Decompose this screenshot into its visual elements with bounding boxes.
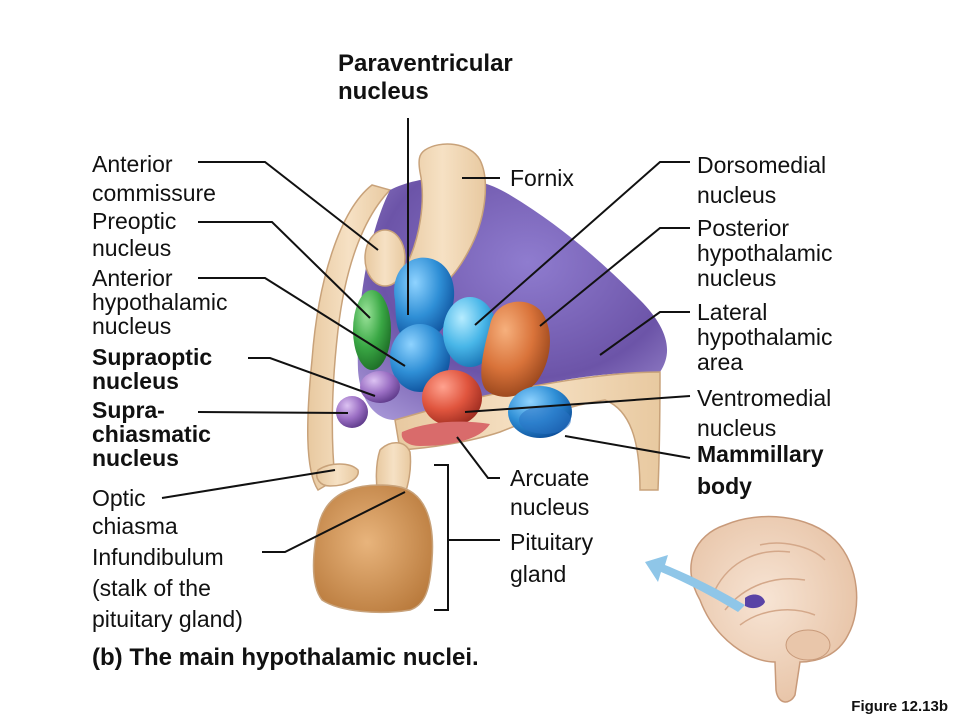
mammillary-body-shape: [519, 406, 571, 434]
label-arcuate-nucleus: Arcuate nucleus: [510, 464, 589, 522]
inset-hypothalamus-highlight: [745, 594, 765, 609]
posterior-hypothalamic-nucleus: [481, 301, 550, 397]
brain-gyri: [714, 542, 826, 626]
label-ventromedial-nucleus: Ventromedial nucleus: [697, 383, 831, 443]
leader-dorsomedial: [474, 161, 690, 326]
supraoptic-nucleus: [360, 371, 400, 403]
dorsomedial-nucleus: [443, 297, 497, 367]
label-line: Ventromedial: [697, 385, 832, 411]
label-pituitary-gland: Pituitary gland: [510, 526, 593, 590]
label-line: pituitary gland): [92, 606, 243, 632]
label-line: Supraoptic: [92, 344, 213, 370]
label-line: (stalk of the: [92, 575, 211, 601]
median-eminence: [401, 421, 490, 446]
leader-lateral-hypothalamic: [599, 311, 690, 356]
anterior-commissure-shape: [364, 229, 406, 287]
label-line: Mammillary: [697, 441, 824, 467]
leader-posterior-hypothalamic: [539, 227, 690, 327]
brain-inset: [645, 515, 858, 703]
label-supraoptic-nucleus: Supraoptic nucleus: [92, 345, 212, 393]
leader-ventromedial: [464, 395, 691, 413]
label-line: nucleus: [510, 494, 590, 520]
label-line: nucleus: [697, 182, 777, 208]
brain-outline: [690, 515, 858, 703]
pituitary-gland-shape: [312, 484, 434, 614]
label-line: Supra-: [92, 397, 165, 423]
label-posterior-hypothalamic-nucleus: Posterior hypothalamic nucleus: [697, 216, 833, 291]
optic-chiasma-shape: [316, 463, 359, 487]
label-line: Paraventricular: [338, 50, 513, 77]
label-optic-chiasma: Optic chiasma: [92, 484, 178, 540]
label-line: nucleus: [697, 415, 777, 441]
label-dorsomedial-nucleus: Dorsomedial nucleus: [697, 150, 826, 210]
pituitary-bracket: [434, 464, 449, 611]
label-suprachiasmatic-nucleus: Supra- chiasmatic nucleus: [92, 398, 211, 470]
label-line: Lateral: [697, 299, 768, 325]
leader-optic-chiasma: [161, 469, 336, 499]
figure-number: Figure 12.13b: [851, 698, 948, 715]
label-fornix: Fornix: [510, 166, 574, 191]
label-line: nucleus: [92, 235, 172, 261]
label-mammillary-body: Mammillary body: [697, 438, 824, 502]
leader-infundibulum: [262, 491, 406, 553]
label-infundibulum: Infundibulum (stalk of the pituitary gla…: [92, 542, 243, 635]
label-line: Arcuate: [510, 465, 590, 491]
label-line: nucleus: [92, 313, 172, 339]
label-line: Dorsomedial: [697, 152, 827, 178]
arcuate-region: [422, 370, 482, 426]
inset-arrow-icon: [645, 555, 745, 612]
label-line: gland: [510, 561, 567, 587]
leader-preoptic: [198, 221, 371, 319]
suprachiasmatic-nucleus: [336, 396, 368, 428]
label-line: hypothalamic: [92, 289, 228, 315]
label-preoptic-nucleus: Preoptic nucleus: [92, 208, 176, 262]
label-anterior-hypothalamic-nucleus: Anterior hypothalamic nucleus: [92, 266, 228, 338]
leader-anterior-commissure: [198, 161, 379, 251]
label-line: body: [697, 473, 752, 499]
label-line: nucleus: [338, 78, 429, 105]
label-paraventricular-nucleus: Paraventricular nucleus: [338, 50, 513, 106]
label-line: hypothalamic: [697, 240, 833, 266]
label-line: area: [697, 349, 744, 375]
hypothalamus-anatomy: [307, 143, 668, 614]
label-line: hypothalamic: [697, 324, 833, 350]
label-line: nucleus: [92, 368, 179, 394]
leader-arcuate: [456, 436, 500, 479]
leader-suprachiasmatic: [197, 411, 349, 414]
label-line: Infundibulum: [92, 544, 224, 570]
figure-caption: (b) The main hypothalamic nuclei.: [92, 644, 479, 671]
label-line: Posterior: [697, 215, 790, 241]
label-line: nucleus: [697, 265, 777, 291]
leader-lines: [161, 118, 691, 611]
preoptic-nucleus: [353, 290, 391, 370]
leader-mammillary: [564, 435, 691, 459]
label-line: Fornix: [510, 165, 574, 191]
brain-cerebellum: [785, 629, 831, 661]
leader-supraoptic: [248, 357, 376, 397]
label-lateral-hypothalamic-area: Lateral hypothalamic area: [697, 300, 833, 375]
label-line: Anterior: [92, 151, 173, 177]
label-line: Optic: [92, 485, 146, 511]
leader-anterior-hypothalamic: [198, 277, 406, 367]
paraventricular-nucleus: [394, 257, 455, 341]
label-line: chiasmatic: [92, 421, 211, 447]
infundibulum-shape: [375, 442, 412, 499]
label-line: commissure: [92, 180, 216, 206]
label-line: Preoptic: [92, 208, 177, 234]
label-line: chiasma: [92, 513, 178, 539]
label-line: Anterior: [92, 265, 173, 291]
label-anterior-commissure: Anterior commissure: [92, 150, 216, 208]
tissue-floor: [394, 371, 661, 491]
label-line: nucleus: [92, 445, 179, 471]
label-line: Pituitary: [510, 529, 594, 555]
